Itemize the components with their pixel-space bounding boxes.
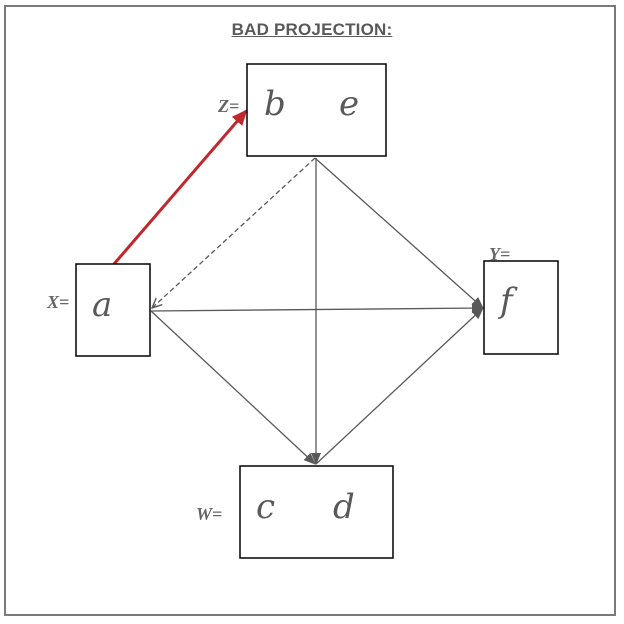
node-z-item-b: b [264,84,286,124]
node-y: Y= f [483,244,559,355]
node-y-label: Y= [489,244,510,264]
diagram-title: BAD PROJECTION: [231,20,393,39]
node-x-label: X= [46,292,69,312]
node-w-label: W= [196,504,222,524]
edge-z-to-x [152,157,316,308]
edge-x-to-y [150,303,484,314]
edge-x-to-z [112,109,248,265]
edges [112,109,484,465]
node-z-item-e: e [339,84,359,124]
node-w-item-d: d [333,487,355,527]
edge-z-to-y [314,157,484,309]
node-x-box [75,263,151,357]
node-x: X= a [46,263,151,357]
node-w-item-c: c [256,487,275,527]
edge-w-to-y [315,307,484,465]
node-w-box [239,465,394,559]
node-z-label: Z= [217,96,239,116]
node-z-box [246,63,387,157]
node-y-box [483,260,559,355]
node-x-item-a: a [92,285,112,325]
node-z: Z= b e [217,63,387,157]
node-w: W= c d [196,465,394,559]
edge-x-to-w [150,310,316,465]
diagram-frame [4,5,616,616]
